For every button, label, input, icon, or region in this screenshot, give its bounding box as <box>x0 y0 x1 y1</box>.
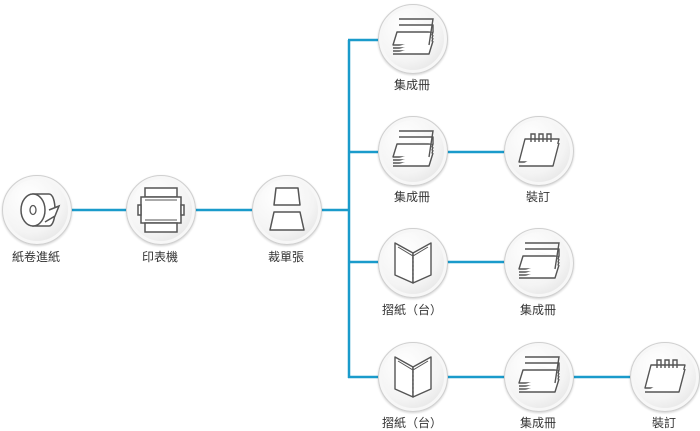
label-row3-stack: 集成冊 <box>519 303 556 317</box>
node-printer <box>126 175 196 245</box>
node-row4-stack <box>504 342 574 412</box>
label-sheet-cutter: 裁單張 <box>267 250 304 264</box>
paper-roll-icon <box>20 193 61 227</box>
node-row2-binding <box>504 116 574 186</box>
label-row4-stack: 集成冊 <box>519 416 556 430</box>
paper-stack-icon <box>392 130 434 167</box>
label-paper-roll: 紙卷進紙 <box>11 250 60 264</box>
node-row2-stack <box>378 116 448 186</box>
label-row4-binding: 裝訂 <box>651 416 676 430</box>
label-row1-stack: 集成冊 <box>393 78 430 92</box>
label-row4-fold: 摺紙（台） <box>381 416 442 430</box>
node-paper-roll <box>2 175 72 245</box>
node-sheet-cutter <box>252 175 322 245</box>
node-row4-binding <box>630 342 700 412</box>
paper-stack-icon <box>392 18 434 55</box>
label-row3-fold: 摺紙（台） <box>381 303 442 317</box>
node-row1-stack <box>378 4 448 74</box>
binding-icon <box>644 359 686 393</box>
fold-icon <box>394 356 432 398</box>
label-printer: 印表機 <box>141 250 178 264</box>
node-row4-fold <box>378 342 448 412</box>
paper-stack-icon <box>518 242 560 279</box>
paper-stack-icon <box>518 356 560 393</box>
node-row3-fold <box>378 228 448 298</box>
label-row2-stack: 集成冊 <box>393 190 430 204</box>
fold-icon <box>394 242 432 284</box>
node-row3-stack <box>504 228 574 298</box>
sheet-cutter-icon <box>269 187 305 231</box>
binding-icon <box>518 133 560 167</box>
printer-icon <box>137 187 185 233</box>
label-row2-binding: 裝訂 <box>525 190 550 204</box>
